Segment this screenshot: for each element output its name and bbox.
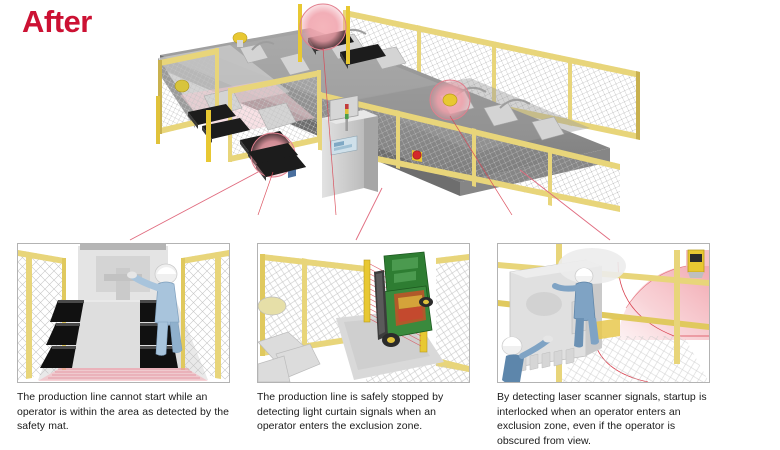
safety-mat-panel[interactable]: The production line cannot start while a… xyxy=(17,243,230,434)
operator-figure xyxy=(127,263,183,356)
laser-scanner-panel[interactable]: By detecting laser scanner signals, star… xyxy=(497,243,710,448)
hero-illustration xyxy=(140,0,640,215)
safety-mat-left xyxy=(40,300,84,368)
foreground-machine xyxy=(258,296,321,382)
light-curtain-figure xyxy=(257,243,470,383)
page-title: After xyxy=(22,4,92,39)
detail-panels-row: The production line cannot start while a… xyxy=(0,243,780,450)
cabinet-display xyxy=(330,135,358,156)
operator-standing xyxy=(552,267,599,348)
sensor-beam-lines xyxy=(257,47,513,215)
laser-scanner-device xyxy=(687,249,705,278)
safety-mat-figure xyxy=(17,243,230,383)
emergency-stop-button xyxy=(412,150,422,162)
callout-laser-scanner xyxy=(429,79,471,121)
light-curtain-posts xyxy=(156,4,350,162)
light-curtain-post-left xyxy=(363,259,371,323)
laser-scanner-device-left xyxy=(174,79,190,93)
laser-scanner-caption: By detecting laser scanner signals, star… xyxy=(497,391,707,447)
control-cabinet xyxy=(322,95,378,198)
laser-scanner-figure xyxy=(497,243,710,383)
laser-scanner-device-top xyxy=(232,32,248,47)
callout-light-curtain xyxy=(299,3,347,51)
mat-detection-zone xyxy=(38,368,208,381)
safety-mat-caption: The production line cannot start while a… xyxy=(17,391,229,432)
signal-tower xyxy=(345,104,349,131)
forklift xyxy=(374,251,433,347)
operator-crouching xyxy=(501,335,553,382)
light-curtain-caption: The production line is safely stopped by… xyxy=(257,391,444,432)
callout-safety-mat xyxy=(248,132,306,178)
light-curtain-panel[interactable]: The production line is safely stopped by… xyxy=(257,243,470,434)
